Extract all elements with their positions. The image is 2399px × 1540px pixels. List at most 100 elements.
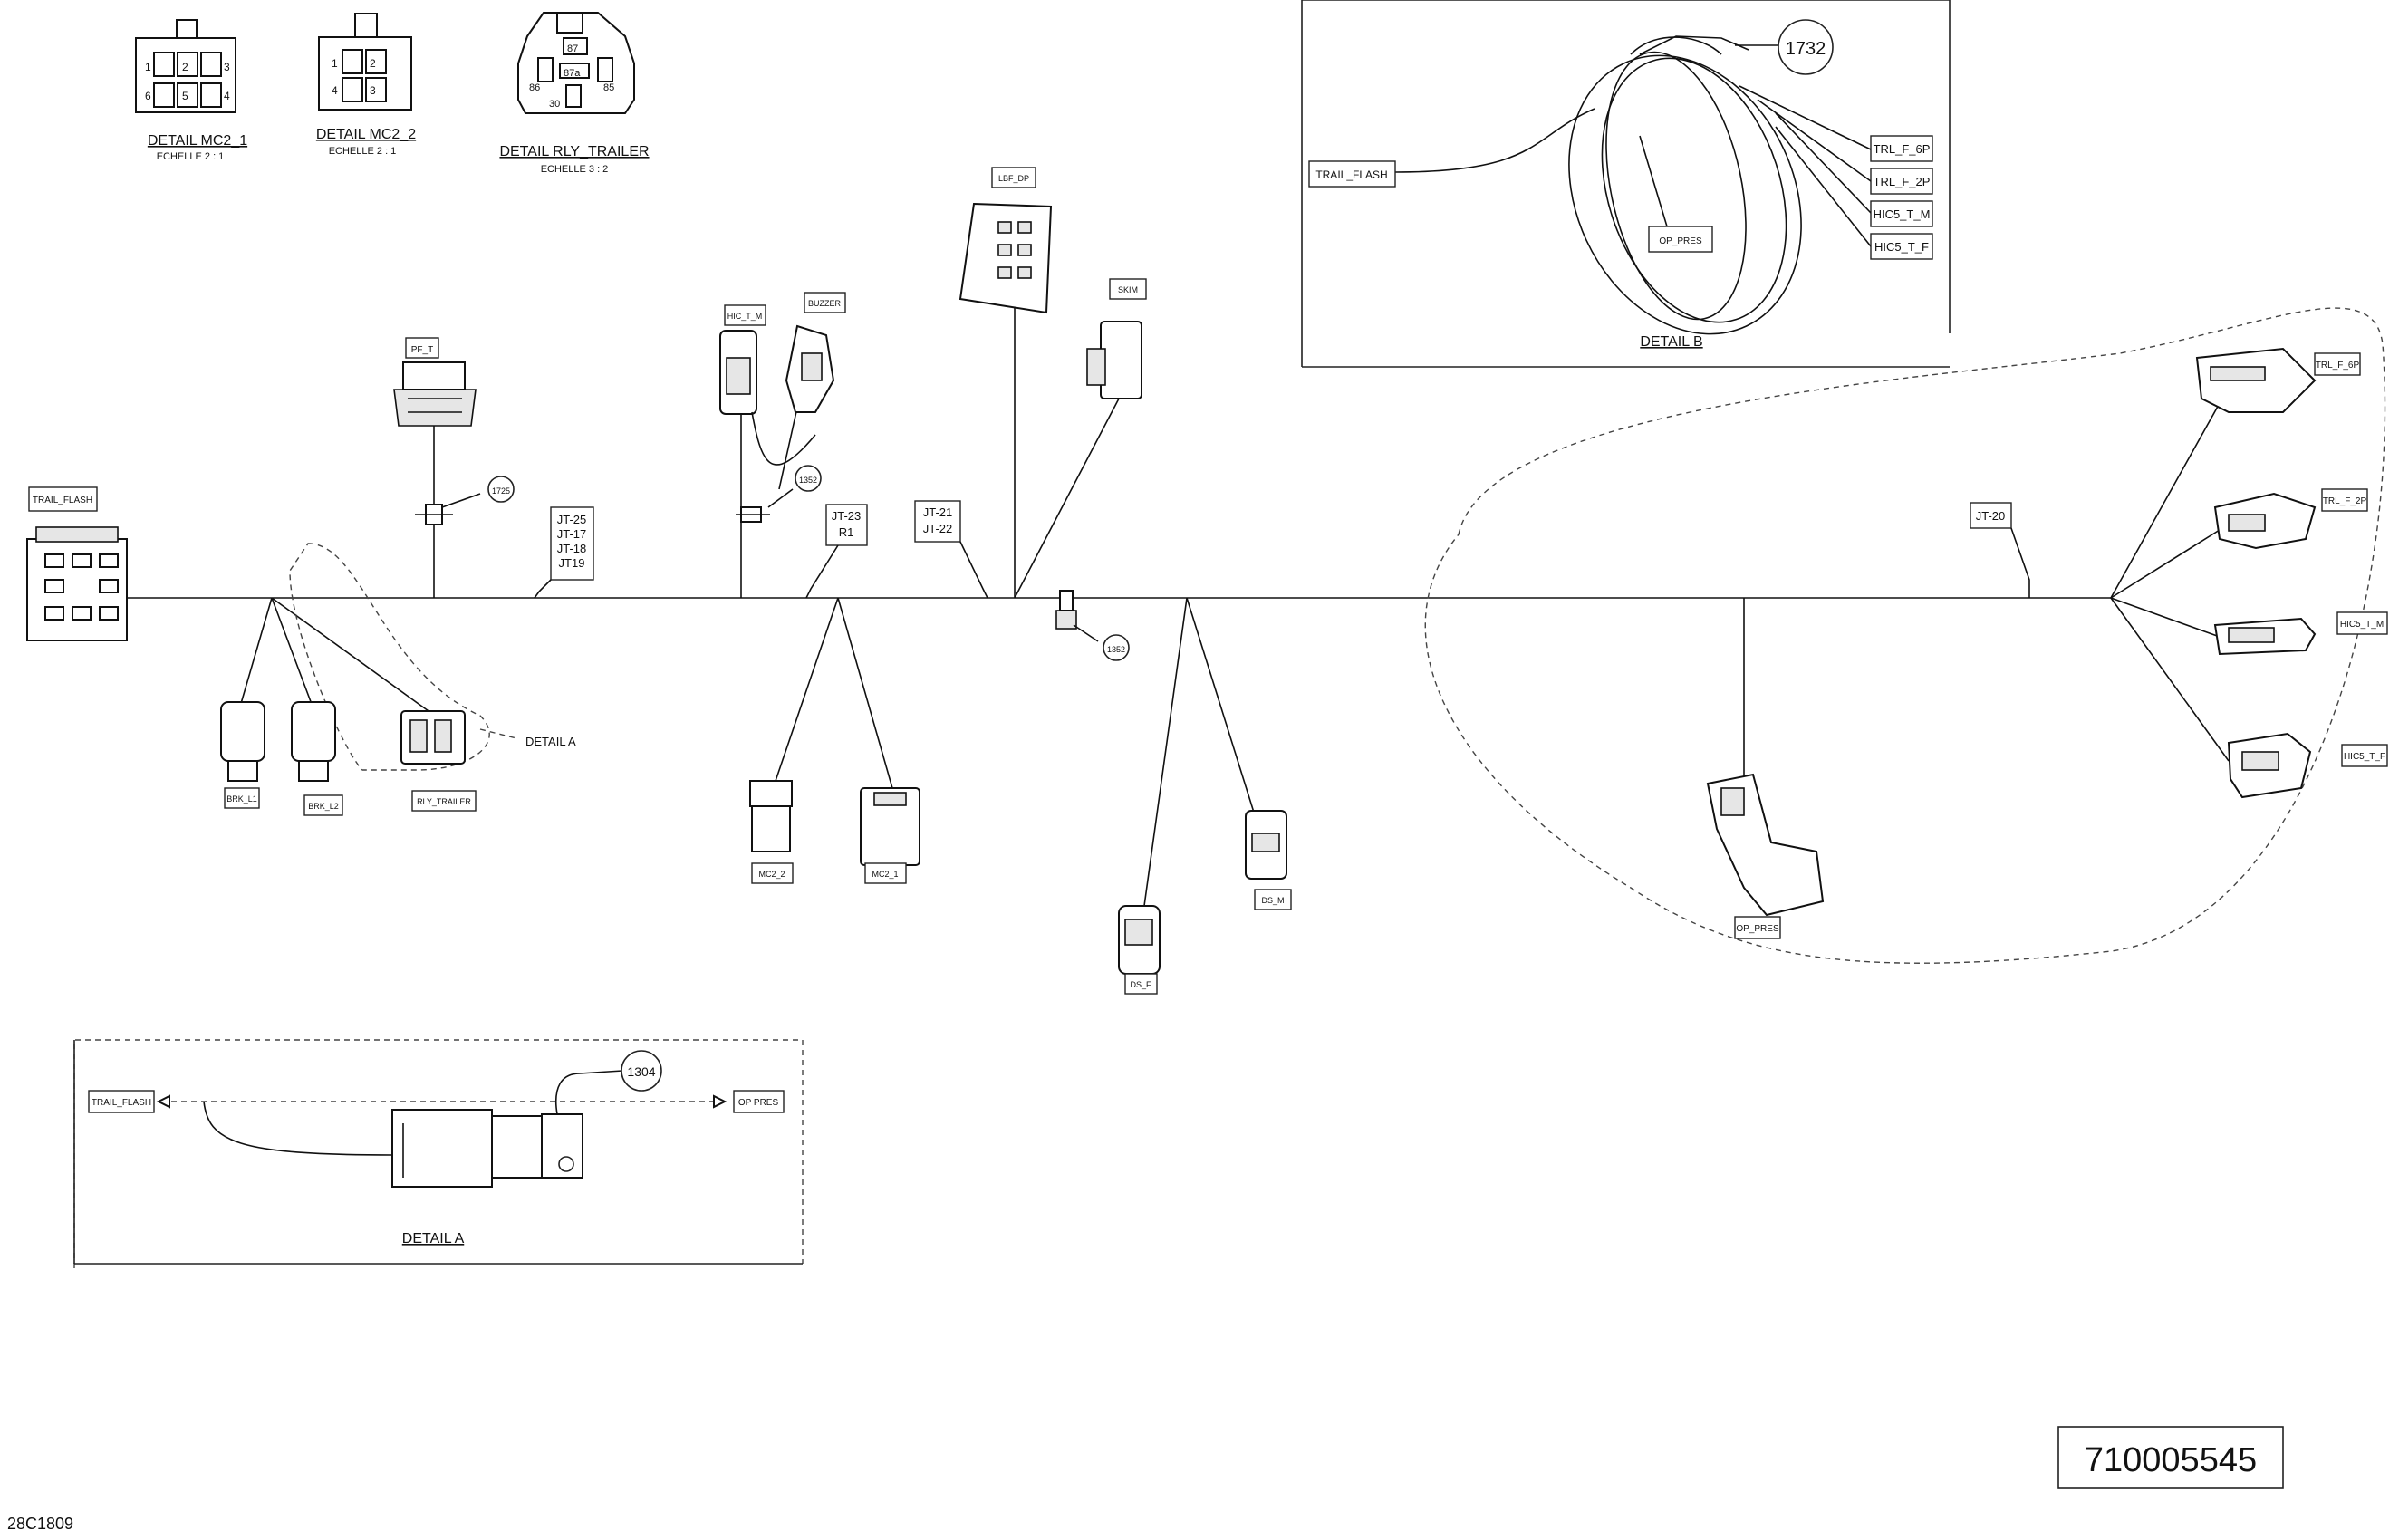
connector-label: RLY_TRAILER	[417, 797, 471, 806]
connector-label: TRAIL_FLASH	[1315, 168, 1387, 181]
detail-a-pointer: DETAIL A	[525, 735, 576, 748]
detail-b-boundary	[1424, 307, 2386, 964]
skim-connector: SKIM	[1014, 278, 1147, 599]
pin-label: 87a	[564, 68, 581, 79]
connector-label: OP_PRES	[1736, 924, 1779, 934]
pin-label: 85	[603, 82, 614, 93]
pin-label: 5	[182, 90, 188, 102]
connector-label: HIC_T_M	[727, 312, 763, 321]
junction-jt25: JT-25 JT-17 JT-18 JT19	[534, 506, 594, 599]
mc2-1-connector: MC2_1	[860, 787, 920, 884]
junction-jt21: JT-21 JT-22	[914, 500, 988, 599]
connector-label: HIC5_T_M	[1874, 207, 1931, 221]
callout-number: 1352	[799, 476, 817, 485]
connector-label: HIC5_T_F	[1874, 240, 1929, 254]
detail-scale: ECHELLE 2 : 1	[329, 146, 397, 157]
trl-f-2p-connector: TRL_F_2P	[2213, 488, 2368, 550]
trail-flash-connector: TRAIL_FLASH	[26, 486, 128, 641]
pin-label: 3	[370, 84, 376, 97]
trl-f-6p-connector: TRL_F_6P	[2195, 347, 2361, 413]
detail-b-panel: 1732 TRAIL_FLASH OP_PRES TRL_F_6P TRL_F_…	[1301, 0, 1951, 368]
connector-label: TRL_F_2P	[2323, 496, 2367, 506]
hic5-t-m-connector: HIC5_T_M	[2213, 611, 2388, 656]
callout-number: 1304	[627, 1064, 655, 1079]
connector-label: SKIM	[1118, 285, 1138, 294]
pin-label: 2	[370, 57, 376, 70]
detail-title: DETAIL B	[1640, 334, 1702, 350]
pin-label: 87	[567, 43, 578, 54]
connector-label: BUZZER	[808, 299, 842, 308]
detail-title: DETAIL RLY_TRAILER	[499, 144, 649, 159]
ds-f-connector: DS_F	[1118, 905, 1161, 995]
callout-balloon	[1778, 19, 1834, 75]
connector-label: BRK_L1	[226, 794, 257, 804]
pin-label: 6	[145, 90, 151, 102]
pin-label: 4	[224, 90, 230, 102]
detail-mc2-2: 1 2 4 3 DETAIL MC2_2 ECHELLE 2 : 1	[316, 13, 416, 157]
junction-label: R1	[839, 525, 854, 539]
rly-trailer-connector: RLY_TRAILER	[400, 710, 477, 812]
pin-label: 2	[182, 61, 188, 73]
detail-title: DETAIL A	[402, 1231, 465, 1246]
junction-label: JT-22	[923, 522, 953, 535]
junction-label: JT-21	[923, 505, 953, 519]
brk-l1-connector: BRK_L1	[220, 701, 265, 809]
connector-label: DS_F	[1130, 980, 1151, 989]
pin-label: 3	[224, 61, 230, 73]
hic-t-m-connector: HIC_T_M 1352	[719, 304, 822, 598]
junction-jt20: JT-20	[1970, 502, 2030, 598]
brk-rly-branch: DETAIL A	[239, 543, 576, 771]
connector-label: HIC5_T_M	[2340, 620, 2384, 630]
connector-label: BRK_L2	[308, 802, 339, 811]
pin-label: 30	[549, 99, 560, 110]
junction-label: JT-25	[557, 513, 587, 526]
ds-m-connector: DS_M	[1245, 810, 1292, 910]
junction-label: JT19	[559, 556, 585, 570]
drawing-code: 28C1809	[7, 1515, 73, 1533]
junction-jt23: JT-23 R1	[805, 504, 868, 599]
connector-label: OP_PRES	[1659, 236, 1702, 246]
pin-label: 1	[332, 57, 338, 70]
pin-label: 1	[145, 61, 151, 73]
connector-label: TRL_F_2P	[1874, 175, 1931, 188]
connector-label: LBF_DP	[998, 174, 1029, 183]
detail-rly-trailer: 87 87a 86 85 30 DETAIL RLY_TRAILER ECHEL…	[499, 12, 650, 175]
detail-a-panel: 1304 TRAIL_FLASH OP PRES DETAIL A	[73, 1039, 804, 1268]
hic5-t-f-connector: HIC5_T_F	[2227, 732, 2388, 799]
part-number: 710005545	[2085, 1441, 2257, 1479]
callout-number: 1732	[1786, 39, 1826, 59]
fuse-1352: 1352	[1055, 590, 1130, 661]
detail-mc2-1: 1 2 3 6 5 4 DETAIL MC2_1 ECHELLE 2 : 1	[135, 19, 247, 162]
connector-label: TRL_F_6P	[2316, 361, 2360, 371]
connector-label: HIC5_T_F	[2344, 752, 2385, 762]
part-number-box: 710005545	[2057, 1426, 2284, 1489]
connector-label: TRL_F_6P	[1874, 142, 1931, 156]
junction-label: JT-17	[557, 527, 587, 541]
junction-label: JT-18	[557, 542, 587, 555]
callout-number: 1352	[1107, 645, 1125, 654]
connector-label: MC2_2	[758, 870, 785, 879]
connector-label: TRAIL_FLASH	[33, 496, 92, 505]
ds-branch	[1143, 597, 1256, 907]
connector-label: PF_T	[411, 345, 433, 355]
pin-label: 86	[529, 82, 540, 93]
mc2-branch	[774, 597, 893, 789]
detail-title: DETAIL MC2_1	[148, 133, 247, 149]
detail-scale: ECHELLE 2 : 1	[157, 151, 225, 162]
lbf-dp-connector: LBF_DP	[959, 167, 1053, 598]
buzzer-connector: BUZZER	[785, 292, 846, 413]
junction-label: JT-20	[1976, 509, 2006, 523]
pin-label: 4	[332, 84, 338, 97]
connector-label: OP PRES	[738, 1098, 779, 1108]
connector-label: DS_M	[1261, 896, 1284, 905]
connector-label: TRAIL_FLASH	[92, 1098, 151, 1108]
connector-label: MC2_1	[872, 870, 898, 879]
mc2-2-connector: MC2_2	[749, 780, 794, 884]
junction-label: JT-23	[832, 509, 862, 523]
pf-t-connector: PF_T 1725	[393, 337, 515, 598]
detail-title: DETAIL MC2_2	[316, 127, 416, 142]
trailer-fanout	[2110, 402, 2230, 762]
callout-number: 1725	[492, 486, 510, 496]
op-pres-connector: OP_PRES	[1706, 598, 1825, 939]
